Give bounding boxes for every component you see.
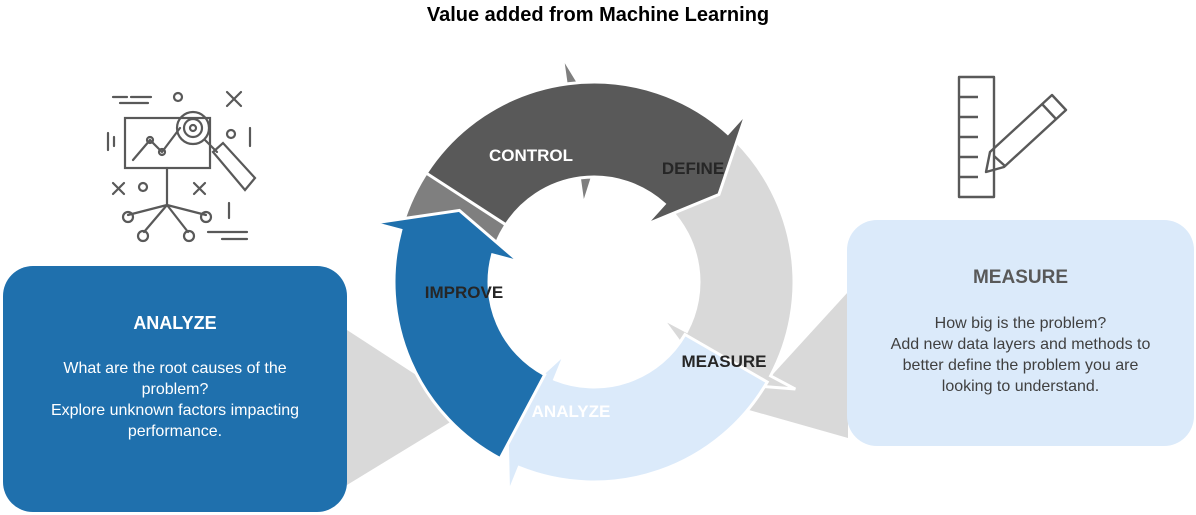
analyze-card-line: Explore unknown factors impacting (50, 402, 300, 419)
segment-label-measure: MEASURE (681, 352, 766, 371)
analyze-card-line: problem? (141, 381, 209, 398)
analyze-card-line: performance. (127, 423, 223, 440)
measure-callout-wedge (742, 292, 848, 438)
cycle-arrow-measure (505, 332, 770, 494)
cycle-arrow-analyze (373, 208, 547, 461)
segment-label-define: DEFINE (662, 159, 724, 178)
measure-card-line: looking to understand. (941, 378, 1100, 395)
segment-label-improve: IMPROVE (425, 283, 503, 302)
segment-label-analyze: ANALYZE (532, 402, 611, 421)
analyze-card-title: ANALYZE (133, 313, 217, 333)
ruler-pencil-icon (957, 75, 1068, 199)
analyze-callout-wedge (347, 330, 470, 485)
cycle-arrows (373, 55, 797, 494)
measure-card-line: better define the problem you are (902, 357, 1139, 374)
diagram-title: Value added from Machine Learning (426, 4, 770, 26)
measure-card-title: MEASURE (972, 267, 1068, 288)
cycle-arrow-control (424, 80, 748, 227)
measure-card-body: How big is the problem? Add new data lay… (847, 313, 1194, 397)
analyze-card-line: What are the root causes of the (63, 360, 287, 377)
analytics-presentation-icon (106, 90, 257, 243)
measure-card: MEASURE How big is the problem? Add new … (847, 220, 1194, 446)
measure-card-line: Add new data layers and methods to (890, 336, 1151, 353)
analyze-card-body: What are the root causes of the problem?… (3, 358, 347, 442)
segment-label-control: CONTROL (489, 146, 573, 165)
analyze-card: ANALYZE What are the root causes of the … (3, 266, 347, 512)
measure-card-line: How big is the problem? (934, 315, 1107, 332)
